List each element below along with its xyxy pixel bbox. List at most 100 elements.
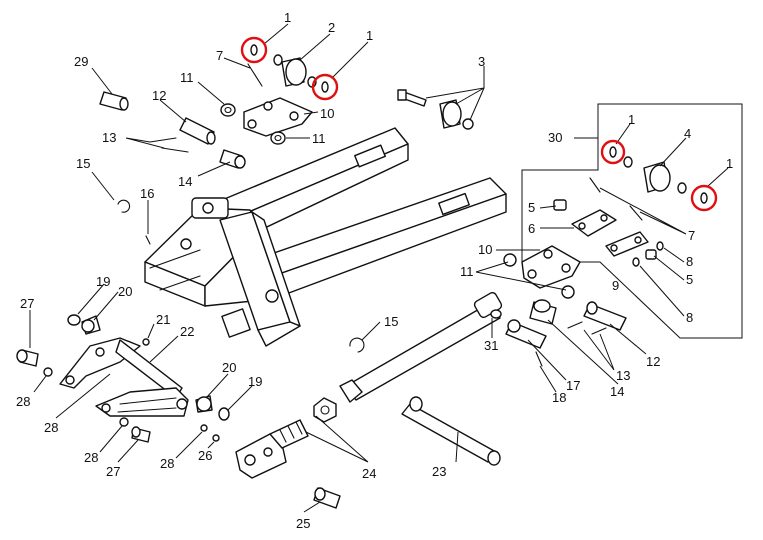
highlighted-parts: [250, 44, 708, 204]
lever-22: [59, 337, 189, 417]
part-label: 22: [180, 324, 194, 339]
washer: [623, 156, 633, 168]
clevis-24: [235, 419, 309, 479]
bolt-3: [397, 89, 427, 107]
link-10-r: [521, 245, 581, 289]
part-label: 11: [312, 131, 326, 146]
pin-27-a: [16, 349, 39, 367]
pin-8-b: [632, 257, 640, 267]
part-label: 24: [362, 466, 376, 481]
part-label: 13: [616, 368, 630, 383]
part-label: 29: [74, 54, 88, 69]
part-label: 3: [478, 54, 485, 69]
part-label: 7: [216, 48, 223, 63]
roller-2: [281, 57, 307, 87]
highlight-circle: [240, 36, 268, 64]
part-label: 5: [686, 272, 693, 287]
spring-pin-13-r2: [591, 327, 607, 335]
pin-12: [179, 117, 216, 145]
bushing-20: [81, 315, 101, 335]
part-label: 23: [432, 464, 446, 479]
circlip-15-a: [117, 199, 131, 213]
roller-4: [643, 161, 671, 193]
link-10: [243, 97, 313, 137]
part-label: 20: [222, 360, 236, 375]
part-label: 26: [198, 448, 212, 463]
part-label: 14: [610, 384, 624, 399]
bushing-20-b: [195, 395, 213, 413]
part-label: 27: [20, 296, 34, 311]
part-label: 14: [178, 174, 192, 189]
part-label: 1: [628, 112, 635, 127]
spring-pin-13-r: [567, 321, 583, 329]
pin-29: [99, 91, 129, 111]
highlight-circle: [600, 139, 626, 165]
washer: [677, 182, 687, 194]
part-label: 28: [16, 394, 30, 409]
part-label: 25: [296, 516, 310, 531]
roller-3: [439, 99, 462, 129]
washer-19: [67, 314, 81, 326]
pin-16: [145, 235, 151, 245]
part-label: 13: [102, 130, 116, 145]
bushing-14: [219, 149, 246, 169]
part-label: 16: [140, 186, 154, 201]
pin-7-r2: [629, 205, 643, 221]
highlight-markers: [240, 36, 718, 212]
part-label: 31: [484, 338, 498, 353]
pin-25: [313, 487, 341, 509]
part-label: 11: [460, 264, 474, 279]
part-label: 20: [118, 284, 132, 299]
bushing-14-r: [529, 299, 557, 325]
pin-26: [212, 434, 220, 442]
pin-18: [535, 351, 543, 367]
washer-19-b: [218, 407, 230, 421]
part-label: 10: [478, 242, 492, 257]
pin-7-r: [589, 177, 601, 193]
pin-8: [656, 241, 664, 251]
part-label: 5: [528, 200, 535, 215]
highlight-circle: [311, 73, 339, 101]
pallet-truck-frame: [144, 127, 507, 347]
part-label: 1: [284, 10, 291, 25]
bushing-11-b: [270, 131, 286, 145]
nut-24: [313, 397, 337, 423]
highlight-circle: [690, 184, 718, 212]
part-label: 8: [686, 254, 693, 269]
pin-12-r: [583, 301, 627, 331]
part-label: 7: [688, 228, 695, 243]
part-label: 1: [366, 28, 373, 43]
pin-21: [142, 338, 150, 346]
spring-pin-13: [149, 137, 189, 153]
part-label: 21: [156, 312, 170, 327]
part-label: 30: [548, 130, 562, 145]
part-label: 19: [96, 274, 110, 289]
part-label: 2: [328, 20, 335, 35]
pin-28-c: [200, 424, 208, 432]
part-label: 12: [646, 354, 660, 369]
part-label: 28: [84, 450, 98, 465]
part-label: 11: [180, 70, 194, 85]
pin-17: [505, 319, 547, 349]
washer: [273, 54, 283, 66]
bushing-11-a: [220, 103, 236, 117]
pin-27-b: [131, 426, 151, 443]
push-rod-31: [339, 291, 503, 403]
part-label: 1: [726, 156, 733, 171]
part-label: 4: [684, 126, 691, 141]
part-label: 27: [106, 464, 120, 479]
part-labels: 1 2 1 7 29 11 12 10 11 13 14 3 15 16 30 …: [16, 10, 733, 531]
part-label: 10: [320, 106, 334, 121]
part-label: 9: [612, 278, 619, 293]
part-label: 28: [160, 456, 174, 471]
part-label: 15: [384, 314, 398, 329]
part-label: 12: [152, 88, 166, 103]
part-label: 8: [686, 310, 693, 325]
part-label: 19: [248, 374, 262, 389]
part-label: 18: [552, 390, 566, 405]
bushing-11-d: [561, 285, 575, 299]
leader-lines: [29, 23, 729, 513]
pin-28: [43, 367, 53, 377]
